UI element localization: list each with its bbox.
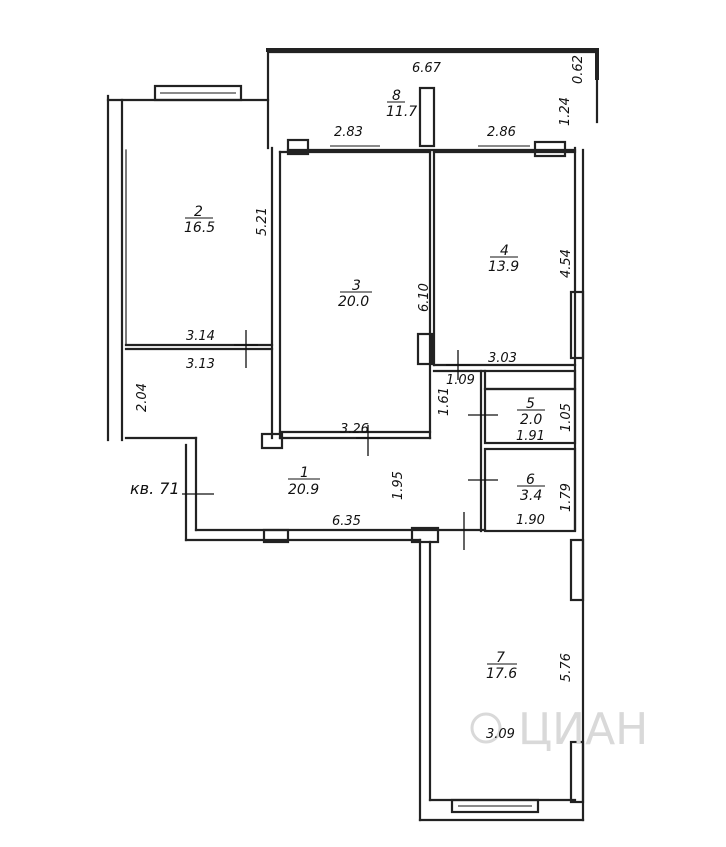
dim-hall-left: 2.04 — [135, 383, 150, 412]
room-7-number: 7 — [496, 650, 505, 666]
dim-hall-width: 6.35 — [332, 514, 361, 529]
room-1-area: 20.9 — [288, 482, 319, 498]
dim-balcony-edge: 0.62 — [571, 55, 586, 84]
room-6-area: 3.4 — [520, 488, 542, 504]
room-2-number: 2 — [194, 204, 203, 220]
room-7-area: 17.6 — [486, 666, 517, 682]
room-3-area: 20.0 — [338, 294, 369, 310]
dim-balcony-left: 2.83 — [334, 125, 363, 140]
door-marks — [182, 330, 498, 550]
dim-balcony-depth: 1.24 — [558, 97, 573, 126]
walls — [106, 48, 599, 822]
dim-room3-width: 3.26 — [340, 422, 369, 437]
dim-room4-height: 4.54 — [559, 249, 574, 278]
watermark-logo-icon — [470, 712, 502, 744]
dim-hall-depth: 1.95 — [391, 471, 406, 500]
room-1-number: 1 — [300, 465, 309, 481]
dim-room5-width: 1.91 — [516, 429, 545, 444]
dim-room4-width: 3.03 — [488, 351, 517, 366]
room-8-area: 11.7 — [386, 104, 417, 120]
dim-room6-width: 1.90 — [516, 513, 545, 528]
dim-corridor-width: 1.09 — [446, 373, 475, 388]
room-5-number: 5 — [526, 396, 535, 412]
dimension-labels: 6.67 0.62 2.83 2.86 1.24 5.21 3.14 3.13 … — [135, 55, 586, 742]
room-4-number: 4 — [500, 243, 509, 259]
dim-corridor-height: 1.61 — [437, 387, 452, 416]
dim-room3-height: 6.10 — [417, 283, 432, 312]
dim-room5-height: 1.05 — [559, 403, 574, 432]
room-3-number: 3 — [352, 278, 361, 294]
room-4-area: 13.9 — [488, 259, 519, 275]
dim-room2-width-top: 3.14 — [186, 329, 215, 344]
watermark-text: ЦИАН — [518, 704, 648, 755]
apartment-label: кв. 71 — [130, 479, 180, 498]
room-labels: 8 11.7 2 16.5 3 20.0 4 13.9 5 2.0 6 3.4 … — [184, 88, 545, 682]
openings — [160, 92, 532, 807]
room-8-number: 8 — [392, 88, 401, 104]
dim-room2-width-bottom: 3.13 — [186, 357, 215, 372]
room-6-number: 6 — [526, 472, 535, 488]
dim-balcony-right: 2.86 — [487, 125, 516, 140]
room-5-area: 2.0 — [520, 412, 542, 428]
dim-room6-height: 1.79 — [559, 483, 574, 512]
dim-room2-height: 5.21 — [255, 207, 270, 236]
dim-room7-height: 5.76 — [559, 653, 574, 682]
room-2-area: 16.5 — [184, 220, 215, 236]
dim-room7-width: 3.09 — [486, 727, 515, 742]
dim-balcony-length: 6.67 — [412, 61, 442, 76]
